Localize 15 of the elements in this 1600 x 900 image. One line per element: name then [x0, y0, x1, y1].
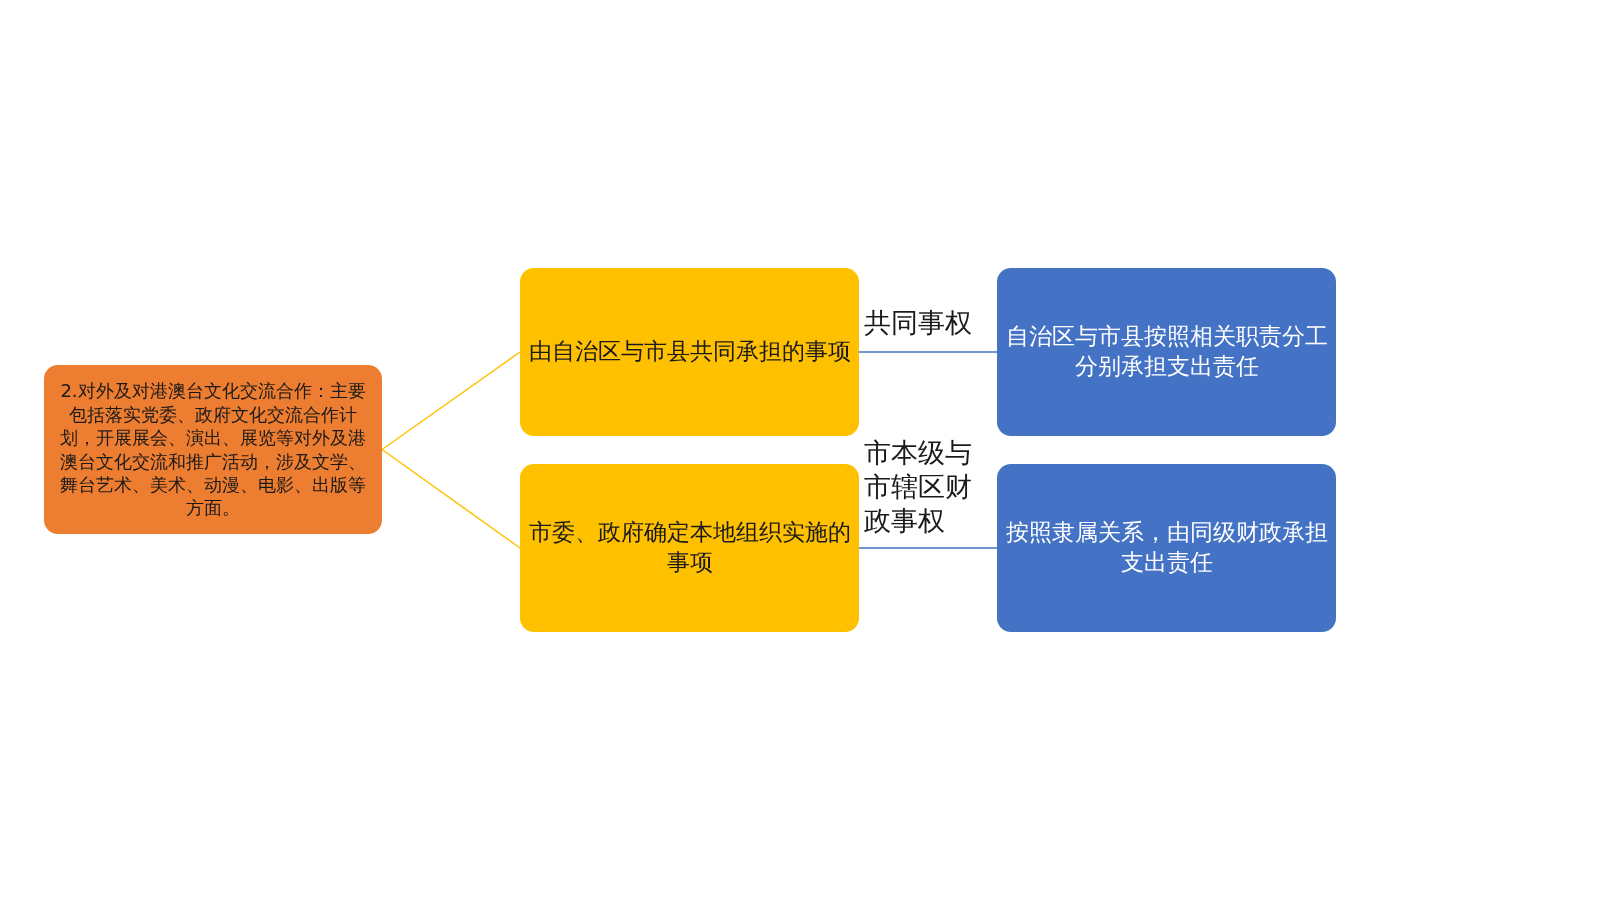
item-box [520, 464, 859, 632]
edge-label: 共同事权 [864, 306, 975, 340]
connector-line [858, 351, 998, 353]
responsibility-box [997, 268, 1336, 436]
box-text: 自治区与市县按照相关职责分工分别承担支出责任 [1005, 322, 1328, 381]
connector-line [381, 448, 521, 549]
connector-line [858, 547, 998, 549]
topic-box [44, 365, 382, 534]
box-text: 市委、政府确定本地组织实施的事项 [528, 518, 851, 577]
box-text: 按照隶属关系，由同级财政承担支出责任 [1005, 518, 1328, 577]
responsibility-box [997, 464, 1336, 632]
box-text: 由自治区与市县共同承担的事项 [528, 337, 851, 367]
box-text: 2.对外及对港澳台文化交流合作：主要包括落实党委、政府文化交流合作计划，开展展会、演出、展览等对外及港澳台文化交流和推广活动，涉及文学、舞台艺术、美术、动漫、电影、出版等方面。 [59, 379, 367, 520]
item-box [520, 268, 859, 436]
connector-line [381, 351, 521, 451]
